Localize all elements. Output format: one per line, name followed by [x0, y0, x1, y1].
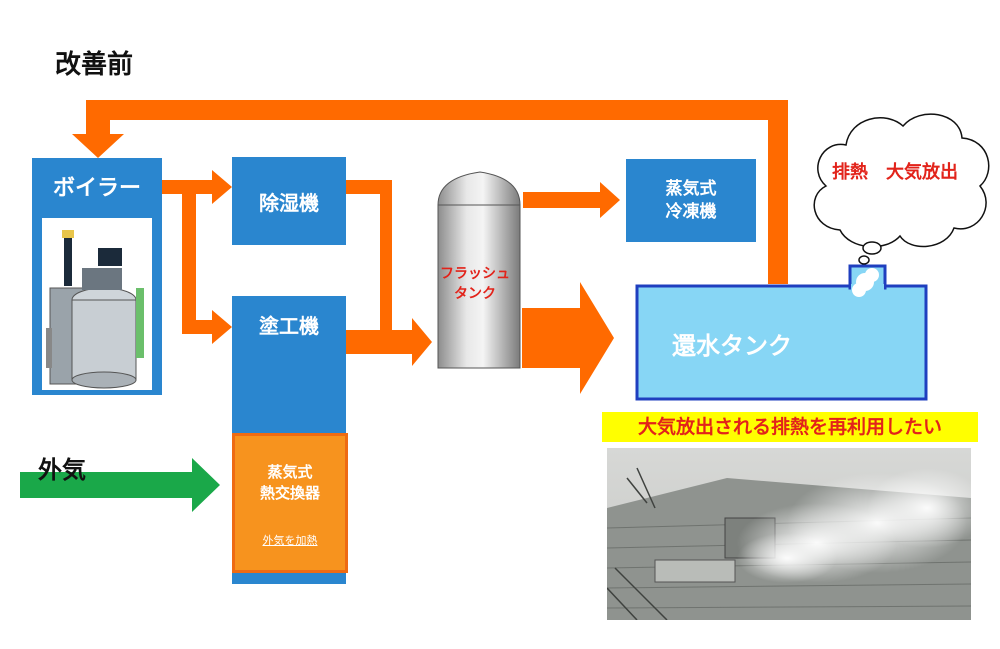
boiler-to-coater-arrow [162, 180, 232, 344]
outside-air-arrow [20, 458, 220, 512]
tank-to-return-tank-arrow [522, 282, 614, 394]
heat-exchanger-note: 外気を加熱 [262, 534, 318, 547]
return-tank-label: 還水タンク [672, 332, 792, 360]
boiler-box: ボイラー [32, 158, 162, 395]
refrigerator-box: 蒸気式 冷凍機 [626, 159, 756, 242]
coater-label: 塗工機 [259, 314, 319, 338]
flash-tank-icon [437, 171, 521, 369]
flash-tank-label: フラッシュ タンク [440, 266, 510, 302]
dehumidifier-label: 除湿機 [259, 190, 319, 215]
boiler-label: ボイラー [52, 176, 141, 201]
return-loop-arrow [72, 100, 788, 284]
tank-to-refrigerator-arrow [523, 182, 620, 218]
page-title: 改善前 [55, 50, 134, 80]
coater-to-tank-arrow [346, 330, 406, 354]
refrigerator-label: 蒸気式 冷凍機 [665, 178, 717, 222]
boiler-machine-icon [42, 218, 152, 390]
heat-exchanger-label: 蒸気式 熱交換器 [259, 463, 320, 502]
boiler-to-dehumidifier-arrow [162, 170, 232, 204]
reuse-banner: 大気放出される排熱を再利用したい [602, 412, 978, 442]
dehumidifier-box: 除湿機 [232, 157, 346, 245]
return-tank-body [635, 264, 928, 401]
outside-air-label: 外気 [38, 456, 86, 484]
steam-cloud-icon [813, 113, 990, 265]
steam-exhaust-photo [606, 448, 987, 621]
cloud-text: 排熱 大気放出 [832, 162, 958, 183]
dehumidifier-to-tank-arrow [346, 180, 432, 366]
heat-exchanger-box: 蒸気式 熱交換器 外気を加熱 [232, 433, 348, 573]
